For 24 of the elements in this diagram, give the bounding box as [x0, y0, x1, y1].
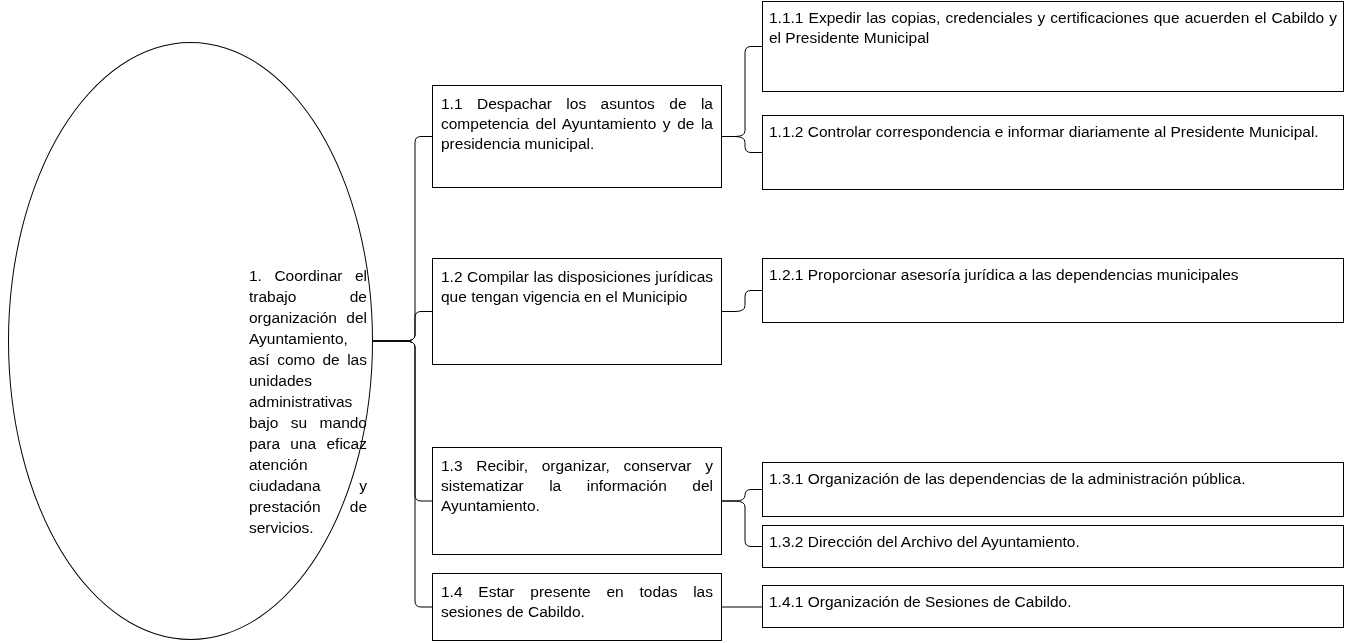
function-box [762, 462, 1344, 517]
function-text: 1.2.1 Proporcionar asesoría jurídica a las dependencias municipales [769, 265, 1240, 285]
function-text: 1.3 Recibir, organizar, conservar y sistematizar la información del Ayuntamiento. [441, 456, 713, 516]
function-box [432, 85, 722, 188]
function-text: 1.2 Compilar las disposiciones jurídicas que tengan vigencia en el Municipio [441, 267, 713, 307]
function-box [762, 258, 1344, 323]
function-box [762, 585, 1344, 628]
function-box [762, 525, 1344, 568]
function-box [432, 573, 722, 641]
brace-connector [721, 606, 763, 608]
brace-connector [721, 136, 763, 153]
function-text: 1.1.1 Expedir las copias, credenciales y certificaciones que acuerden el Cabildo y el Presidente Municipal [769, 8, 1337, 48]
function-text: 1.3.2 Dirección del Archivo del Ayuntamiento. [769, 532, 1081, 552]
function-box [762, 1, 1344, 92]
objective-text: 1. Coordinar el trabajo de organización del Ayuntamiento, así como de las unidades administrativas bajo su mando para una eficaz atención ciudadana y prestación de servicios. [249, 266, 367, 538]
function-box [432, 258, 722, 365]
function-box [432, 447, 722, 555]
function-box [762, 115, 1344, 190]
brace-connector [721, 290, 763, 312]
function-text: 1.4.1 Organización de Sesiones de Cabildo. [769, 592, 1073, 612]
function-text: 1.1.2 Controlar correspondencia e informar diariamente al Presidente Municipal. [769, 122, 1320, 142]
function-text: 1.1 Despachar los asuntos de la competencia del Ayuntamiento y de la presidencia municipal. [441, 94, 713, 154]
function-text: 1.3.1 Organización de las dependencias de la administración pública. [769, 469, 1247, 489]
function-text: 1.4 Estar presente en todas las sesiones de Cabildo. [441, 582, 713, 622]
